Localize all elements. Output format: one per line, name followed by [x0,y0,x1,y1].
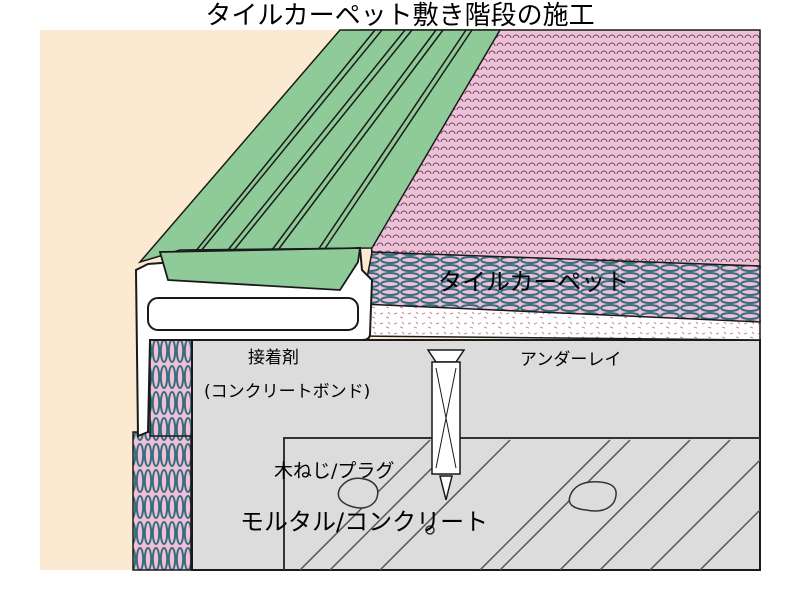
mortar-outline [283,437,760,570]
underlay-label: アンダーレイ [520,350,622,370]
riser-carpet-upper [149,339,193,437]
nosing-insert [158,247,362,291]
aggregate-stone [425,525,435,535]
aggregate-stone [568,481,617,512]
adhesive-label: 接着剤 [248,348,299,368]
wood-screw-plug [426,349,466,501]
nosing-profile [134,246,374,438]
tile-carpet-label: タイルカーペット [438,268,630,296]
wood-screw-plug-label: 木ねじ/プラグ [274,460,395,482]
adhesive-label-detail: (コンクリートボンド) [204,382,371,402]
diagram-title: タイルカーペット敷き階段の施工 [205,1,595,31]
concrete-slab [191,339,761,571]
nosing-hollow [147,297,359,331]
riser-carpet [132,431,192,571]
aggregate-stone [337,477,379,509]
mortar-concrete-label: モルタル/コンクリート [240,508,489,536]
nosing-grooves [194,29,473,253]
